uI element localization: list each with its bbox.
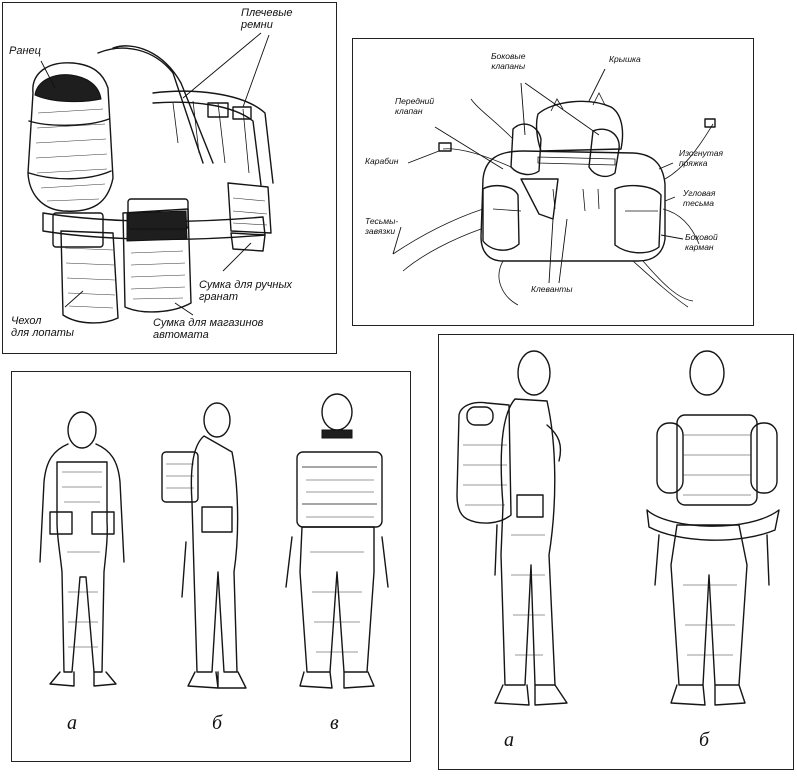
soldier-back [285, 393, 389, 689]
panel-military-backpack: Ранец Плечевые ремни Сумка для ручных гр… [2, 2, 337, 354]
soldier-side [161, 402, 247, 689]
soldier-front [39, 411, 125, 687]
caption-a: а [67, 712, 77, 734]
panel-rucksack-parts: Боковые клапаны Крышка Передний клапан К… [352, 38, 754, 326]
label-front-flap: Передний клапан [395, 96, 435, 116]
caption-b: б [212, 712, 223, 734]
label-lid: Крышка [609, 54, 641, 64]
label-shoulder-straps: Плечевые ремни [241, 7, 293, 31]
hiker-side [456, 350, 568, 706]
panel-soldiers: а б в [11, 371, 411, 762]
rucksack-drawing [392, 68, 716, 308]
soldiers-drawing [39, 393, 389, 689]
label-corner-strap: Угловая тесьма [683, 188, 716, 208]
label-ranets: Ранец [9, 45, 41, 57]
label-tie-straps: Тесьмы- завязки [365, 216, 399, 236]
label-side-pocket: Боковой карман [685, 232, 718, 252]
caption-v: в [330, 712, 339, 734]
label-magazine-pouch: Сумка для магазинов автомата [153, 317, 264, 341]
military-backpack-drawing [27, 32, 274, 324]
panel-hikers: а б [438, 334, 794, 770]
label-loops: Клеванты [531, 284, 573, 294]
label-shovel-cover: Чехол для лопаты [11, 315, 74, 339]
label-carabiner: Карабин [365, 156, 399, 166]
caption-hiker-b: б [699, 729, 710, 751]
label-bent-buckle: Изогнутая пряжка [679, 148, 724, 168]
label-grenade-pouch: Сумка для ручных гранат [199, 279, 293, 303]
hiker-back [646, 350, 780, 706]
label-side-flaps: Боковые клапаны [491, 51, 526, 71]
hikers-drawing [456, 350, 780, 706]
caption-hiker-a: а [504, 729, 514, 751]
